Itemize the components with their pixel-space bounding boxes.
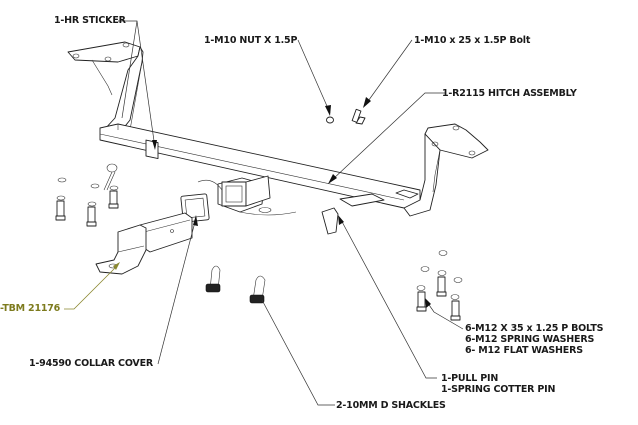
callout-m12-line-2: 6-M12 SPRING WASHERS [465,334,595,345]
callout-hitch-assembly: 1-R2115 HITCH ASSEMBLY [442,88,577,99]
callout-m12-hardware: 6-M12 X 35 x 1.25 P BOLTS 6-M12 SPRING W… [465,323,603,356]
leader-lines [64,20,464,406]
callout-m12-line-3: 6- M12 FLAT WASHERS [465,345,583,356]
callout-spring-cotter-pin: 1-SPRING COTTER PIN [441,384,556,395]
d-shackle-1 [205,265,221,293]
callout-m12-line-1: 6-M12 X 35 x 1.25 P BOLTS [465,323,604,334]
left-bolts-washers [55,163,119,227]
d-shackle-2 [249,275,266,304]
callout-pull-pin: 1-PULL PIN [441,373,499,384]
tow-ball-mount-part [95,212,193,275]
callout-m10-nut: 1-M10 NUT X 1.5P [204,35,298,46]
callout-pins: 1-PULL PIN 1-SPRING COTTER PIN [441,373,555,395]
right-mounting-bracket [339,123,489,217]
m10-nut-bolt [326,108,366,125]
receiver-tube [197,175,297,216]
m12-bolts-washers [416,250,463,321]
callout-collar-cover: 1-94590 COLLAR COVER [29,358,153,369]
callout-hr-sticker: 1-HR STICKER [54,15,126,26]
left-mounting-bracket [67,41,144,137]
callout-m10-bolt: 1-M10 x 25 x 1.5P Bolt [414,35,531,46]
callout-tow-ball-mount: -TBM 21176 [0,303,61,314]
pull-pin-part [321,207,339,235]
callout-d-shackles: 2-10MM D SHACKLES [336,400,446,411]
